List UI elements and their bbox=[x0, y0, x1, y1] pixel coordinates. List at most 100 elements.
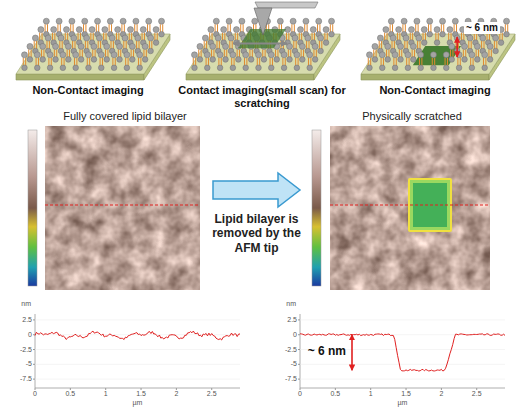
lipid-head bbox=[102, 27, 108, 33]
lipid-head bbox=[21, 52, 27, 58]
lipid-tail bbox=[307, 24, 308, 32]
lipid-head bbox=[27, 43, 33, 49]
lipid-head bbox=[217, 65, 223, 71]
lipid-tail bbox=[465, 49, 466, 57]
lipid-head bbox=[89, 27, 95, 33]
lipid-head bbox=[69, 18, 75, 24]
lipid-tail bbox=[420, 41, 421, 49]
lipid-tail bbox=[51, 58, 52, 66]
lipid-tail bbox=[147, 24, 148, 32]
y-tick bbox=[33, 364, 35, 365]
height-arrow bbox=[456, 37, 458, 57]
lipid-head bbox=[388, 18, 394, 24]
block-arrow bbox=[213, 173, 300, 207]
lipid-head bbox=[32, 35, 38, 41]
lipid-tail bbox=[136, 41, 137, 49]
lipid-head bbox=[504, 18, 510, 24]
lipid-tail bbox=[87, 58, 88, 66]
lipid-tail bbox=[102, 58, 103, 66]
lipid-tail bbox=[219, 41, 220, 49]
x-axis bbox=[35, 388, 240, 389]
dimension-label: ~ 6 nm bbox=[464, 22, 500, 34]
axis-tick: 2 bbox=[431, 390, 451, 398]
lipid-head bbox=[434, 40, 440, 46]
lipid-head bbox=[63, 27, 69, 33]
lipid-head bbox=[146, 18, 152, 24]
x-tick bbox=[370, 388, 371, 390]
axis-tick: 0 bbox=[25, 390, 45, 398]
lipid-tail bbox=[41, 49, 42, 57]
lipid-tail bbox=[381, 41, 382, 49]
lipid-tail bbox=[36, 41, 37, 49]
lipid-head bbox=[148, 48, 154, 54]
lipid-tail bbox=[417, 41, 418, 49]
lipid-head bbox=[318, 48, 324, 54]
lipid-tail bbox=[448, 33, 449, 41]
x-tick bbox=[141, 388, 142, 390]
grid-line bbox=[300, 319, 505, 320]
lipid-tail bbox=[303, 49, 304, 57]
lipid-tail bbox=[288, 33, 289, 41]
lipid-head bbox=[307, 65, 313, 71]
lipid-tail bbox=[215, 24, 216, 32]
lipid-tail bbox=[319, 24, 320, 32]
lipid-head bbox=[109, 35, 115, 41]
lipid-tail bbox=[146, 49, 147, 57]
caption-text: Non-Contact imaging bbox=[350, 84, 520, 97]
lipid-tail bbox=[450, 49, 451, 57]
lipid-head bbox=[221, 27, 227, 33]
y-axis bbox=[300, 314, 301, 388]
lipid-head bbox=[38, 27, 44, 33]
lipid-tail bbox=[217, 24, 218, 32]
lipid-tail bbox=[390, 24, 391, 32]
lipid-tail bbox=[291, 24, 292, 32]
lipid-tail bbox=[121, 24, 122, 32]
lipid-tail bbox=[295, 58, 296, 66]
lipid-head bbox=[256, 65, 262, 71]
lipid-tail bbox=[231, 58, 232, 66]
lipid-tail bbox=[62, 41, 63, 49]
lipid-tail bbox=[75, 41, 76, 49]
lipid-tail bbox=[90, 33, 91, 41]
y-tick bbox=[33, 349, 35, 350]
lipid-head bbox=[204, 52, 210, 58]
lipid-head bbox=[268, 65, 274, 71]
lipid-head bbox=[405, 65, 411, 71]
lipid-tail bbox=[507, 24, 508, 32]
lipid-tail bbox=[80, 33, 81, 41]
axis-unit: µm bbox=[128, 399, 148, 407]
lipid-tail bbox=[454, 24, 455, 32]
lipid-tail bbox=[113, 41, 114, 49]
lipid-tail bbox=[491, 49, 492, 57]
lipid-tail bbox=[95, 49, 96, 57]
lipid-head bbox=[65, 43, 71, 49]
lipid-head bbox=[86, 65, 92, 71]
lipid-tail bbox=[149, 41, 150, 49]
lipid-head bbox=[427, 18, 433, 24]
lipid-tail bbox=[54, 49, 55, 57]
lipid-head bbox=[34, 52, 40, 58]
lipid-tail bbox=[399, 49, 400, 57]
lipid-tail bbox=[487, 33, 488, 41]
lipid-head bbox=[467, 35, 473, 41]
lipid-tail bbox=[308, 58, 309, 66]
lipid-head bbox=[60, 52, 66, 58]
lipid-head bbox=[372, 43, 378, 49]
lipid-tail bbox=[286, 33, 287, 41]
lipid-tail bbox=[485, 58, 486, 66]
lipid-tail bbox=[249, 49, 250, 57]
lipid-head bbox=[197, 43, 203, 49]
lipid-tail bbox=[79, 49, 80, 57]
lipid-head bbox=[462, 43, 468, 49]
lipid-head bbox=[493, 35, 499, 41]
x-axis bbox=[300, 388, 505, 389]
lipid-head bbox=[53, 43, 59, 49]
lipid-head bbox=[111, 52, 117, 58]
lipid-head bbox=[40, 43, 46, 49]
lipid-tail bbox=[45, 24, 46, 32]
lipid-head bbox=[329, 31, 335, 37]
lipid-tail bbox=[211, 49, 212, 57]
lipid-head bbox=[504, 31, 510, 37]
grid-line bbox=[300, 364, 505, 365]
image-panel: Fully covered lipid bilayer bbox=[24, 110, 205, 291]
